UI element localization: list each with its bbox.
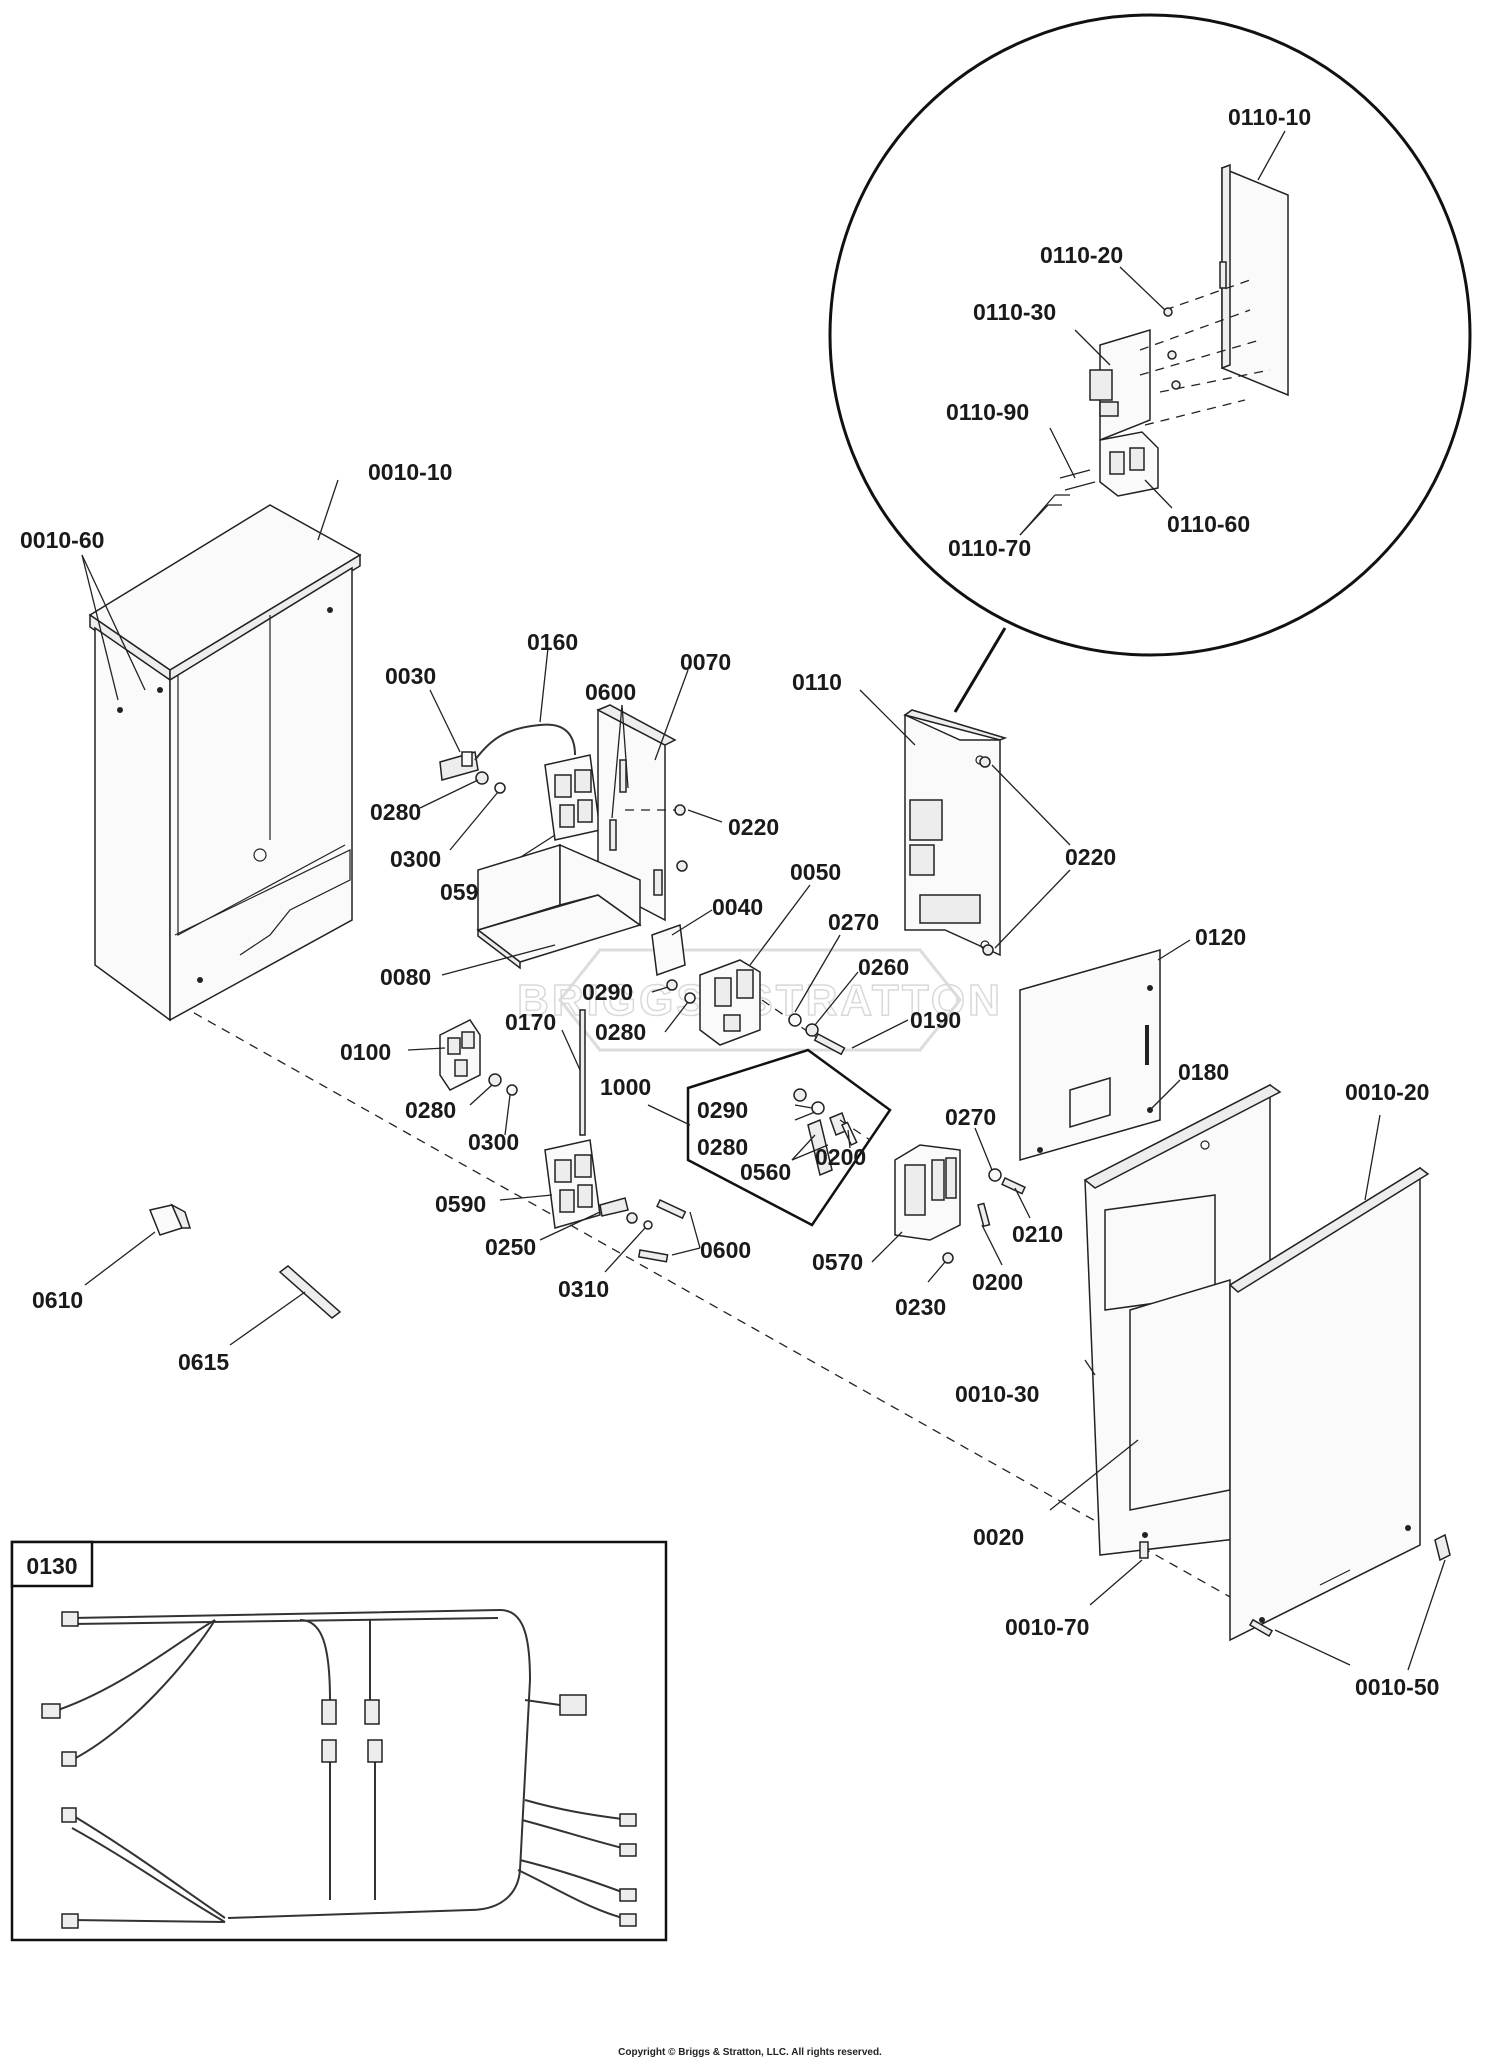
bracket-0030: 0030 <box>385 663 479 781</box>
screws-0600-top: 0600 <box>585 679 636 851</box>
label-0190: 0190 <box>910 1007 961 1033</box>
label-0110-70: 0110-70 <box>948 535 1031 561</box>
label-0300-top: 0300 <box>390 846 441 872</box>
label-0200-kit: 0200 <box>815 1144 866 1170</box>
label-0040: 0040 <box>712 894 763 920</box>
label-0020: 0020 <box>973 1524 1024 1550</box>
label-0270-lower: 0270 <box>945 1104 996 1130</box>
label-0080: 0080 <box>380 964 431 990</box>
screws-0600-lower: 0600 <box>637 1199 751 1263</box>
label-0110-10: 0110-10 <box>1228 104 1311 130</box>
label-0280-top: 0280 <box>370 799 421 825</box>
label-0300-lower: 0300 <box>468 1129 519 1155</box>
contactor-0570: 0570 <box>812 1144 961 1275</box>
label-0290-kit: 0290 <box>697 1097 748 1123</box>
washers-0280-0300-top: 0280 0300 <box>370 771 506 872</box>
harness-inset-0130: 0130 <box>10 1540 668 1942</box>
label-0070: 0070 <box>680 649 731 675</box>
board-0110: 0110 <box>792 669 1008 957</box>
label-0170: 0170 <box>505 1009 556 1035</box>
bracket-0080: 0080 <box>380 843 642 990</box>
fasteners-0250-0310: 0250 0310 <box>485 1211 653 1302</box>
item-0180: 0180 <box>1147 1059 1229 1113</box>
clip-0610: 0610 <box>32 1203 192 1313</box>
label-0600-lower: 0600 <box>700 1237 751 1263</box>
label-0130: 0130 <box>26 1553 77 1579</box>
label-0010-30: 0010-30 <box>955 1381 1039 1407</box>
label-0030: 0030 <box>385 663 436 689</box>
front-frame-0010-30: 0010-30 <box>955 1083 1282 1556</box>
label-1000: 1000 <box>600 1074 651 1100</box>
label-0220-right: 0220 <box>1065 844 1116 870</box>
fasteners-0270-0210-0200-0230: 0270 0210 0200 0230 <box>895 1104 1063 1320</box>
door-0010-20: 0010-20 <box>1228 1079 1429 1642</box>
label-0590-lower: 0590 <box>435 1191 486 1217</box>
label-0010-10: 0010-10 <box>368 459 452 485</box>
panel-0020: 0020 <box>973 1439 1139 1550</box>
enclosure-0010-10: 0010-10 0010-60 <box>20 459 452 1022</box>
washers-0280-0300-lower: 0280 0300 <box>405 1073 519 1155</box>
label-0280-kit: 0280 <box>697 1134 748 1160</box>
label-0280-mid: 0280 <box>595 1019 646 1045</box>
label-0010-20: 0010-20 <box>1345 1079 1429 1105</box>
label-0260: 0260 <box>858 954 909 980</box>
label-0310: 0310 <box>558 1276 609 1302</box>
detail-circle: 0110-10 0110-20 0110-30 0110-90 0110-60 … <box>828 13 1472 713</box>
label-0270-top: 0270 <box>828 909 879 935</box>
bracket-0070: 0070 <box>596 649 731 922</box>
screw-0010-70: 0010-70 <box>1005 1541 1149 1640</box>
label-0570: 0570 <box>812 1249 863 1275</box>
screws-0220-right: 0220 <box>979 756 1116 956</box>
label-0600-top: 0600 <box>585 679 636 705</box>
label-0615: 0615 <box>178 1349 229 1375</box>
label-0180: 0180 <box>1178 1059 1229 1085</box>
plate-0040: 0040 <box>651 894 763 977</box>
washers-0290-0280-mid: 0290 0280 <box>582 979 696 1045</box>
copyright-text: Copyright © Briggs & Stratton, LLC. All … <box>618 2047 882 2058</box>
label-0010-60: 0010-60 <box>20 527 104 553</box>
label-0610: 0610 <box>32 1287 83 1313</box>
contactor-0050: 0050 <box>699 859 841 1046</box>
label-0280-lower: 0280 <box>405 1097 456 1123</box>
label-0100: 0100 <box>340 1039 391 1065</box>
label-0160: 0160 <box>527 629 578 655</box>
latches-0010-50: 0010-50 <box>1248 1533 1451 1700</box>
strap-0615: 0615 <box>178 1265 342 1375</box>
wire-0160: 0160 <box>474 629 578 761</box>
fasteners-0270-0260-0190: 0270 0260 0190 <box>761 909 961 1056</box>
label-0110-60: 0110-60 <box>1167 511 1250 537</box>
label-0120: 0120 <box>1195 924 1246 950</box>
label-0010-50: 0010-50 <box>1355 1674 1439 1700</box>
label-0200-lower: 0200 <box>972 1269 1023 1295</box>
terminal-0100: 0100 <box>340 1019 481 1091</box>
kit-1000: 1000 0290 0280 0560 0200 <box>600 1048 892 1227</box>
label-0230: 0230 <box>895 1294 946 1320</box>
label-0210: 0210 <box>1012 1221 1063 1247</box>
label-0560: 0560 <box>740 1159 791 1185</box>
label-0110-20: 0110-20 <box>1040 242 1123 268</box>
terminal-block-0590-lower: 0590 <box>435 1139 629 1229</box>
rod-0170: 0170 <box>505 1009 586 1136</box>
panel-0120: 0120 <box>1019 924 1246 1161</box>
label-0110-30: 0110-30 <box>973 299 1056 325</box>
label-0250: 0250 <box>485 1234 536 1260</box>
label-0050: 0050 <box>790 859 841 885</box>
screws-0220-mid: 0220 <box>625 804 779 872</box>
label-0010-70: 0010-70 <box>1005 1614 1089 1640</box>
label-0290-mid: 0290 <box>582 979 633 1005</box>
label-0110: 0110 <box>792 669 842 695</box>
label-0110-90: 0110-90 <box>946 399 1029 425</box>
label-0220-mid: 0220 <box>728 814 779 840</box>
